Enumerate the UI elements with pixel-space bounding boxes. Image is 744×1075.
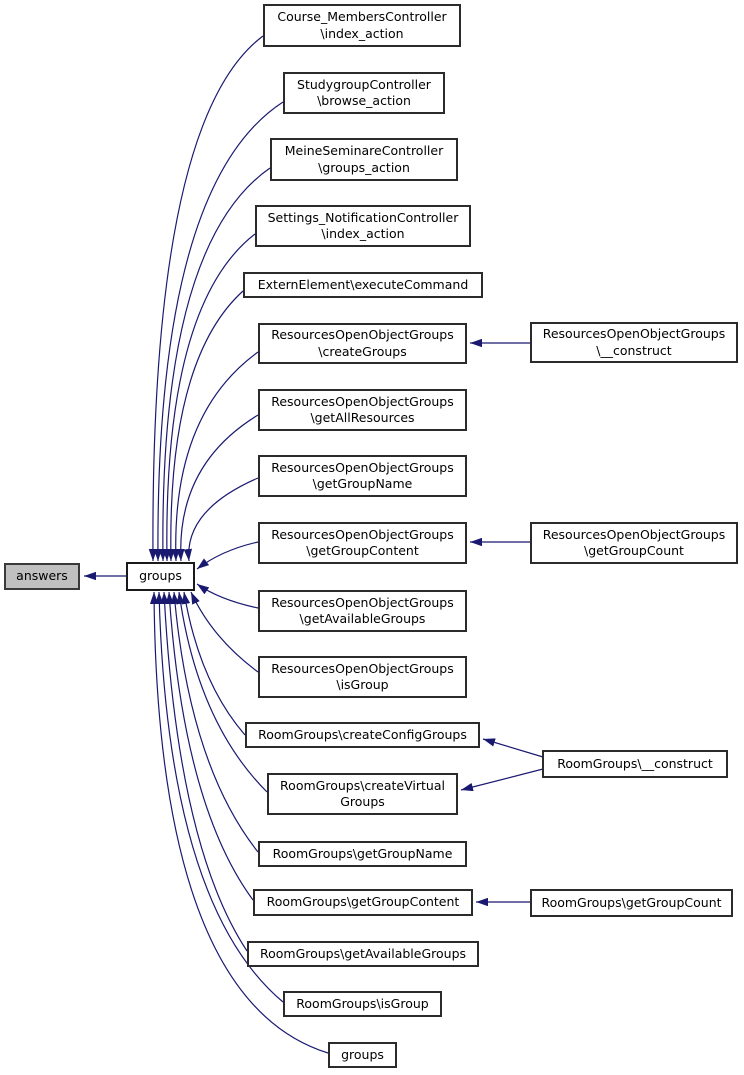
node-rg-get-available-groups[interactable]: RoomGroups\getAvailableGroups	[247, 941, 479, 967]
node-roog-get-all-resources[interactable]: ResourcesOpenObjectGroups \getAllResourc…	[258, 389, 467, 431]
edge-roog-create-groups-to-groups	[171, 351, 259, 562]
edge-rg-get-available-groups-to-groups	[160, 591, 248, 952]
edge-rg-create-virtual-to-groups	[176, 591, 268, 793]
node-rg-create-virtual-groups[interactable]: RoomGroups\createVirtual Groups	[267, 773, 458, 815]
edge-roog-is-group-to-groups	[190, 591, 259, 673]
node-groups-recursive[interactable]: groups	[328, 1042, 397, 1068]
node-roog-create-groups[interactable]: ResourcesOpenObjectGroups \createGroups	[258, 323, 467, 364]
node-roog-get-available-groups[interactable]: ResourcesOpenObjectGroups \getAvailableG…	[258, 590, 467, 632]
edge-extern-element-to-groups	[166, 290, 244, 562]
edge-roog-get-all-resources-to-groups	[176, 414, 259, 562]
edge-rg-create-config-to-groups	[181, 591, 246, 736]
node-roog-construct[interactable]: ResourcesOpenObjectGroups \__construct	[530, 322, 738, 363]
edge-studygroup-to-groups	[153, 101, 284, 562]
node-studygroup-browse-action[interactable]: StudygroupController \browse_action	[283, 72, 445, 114]
edge-rg-construct-to-create-config	[482, 738, 544, 758]
edge-settings-notification-to-groups	[162, 233, 256, 562]
node-extern-element-execute-command[interactable]: ExternElement\executeCommand	[243, 272, 483, 298]
node-meine-seminare-groups-action[interactable]: MeineSeminareController \groups_action	[270, 138, 458, 181]
node-rg-create-config-groups[interactable]: RoomGroups\createConfigGroups	[245, 722, 480, 748]
edge-course-members-to-groups	[148, 35, 264, 562]
node-settings-notification-index-action[interactable]: Settings_NotificationController \index_a…	[255, 205, 471, 247]
node-roog-is-group[interactable]: ResourcesOpenObjectGroups \isGroup	[258, 656, 467, 698]
edge-roog-get-group-content-to-groups	[196, 541, 259, 570]
node-roog-get-group-name[interactable]: ResourcesOpenObjectGroups \getGroupName	[258, 455, 467, 497]
edge-rg-construct-to-create-virtual	[460, 768, 544, 792]
node-groups[interactable]: groups	[126, 562, 195, 591]
node-answers[interactable]: answers	[4, 563, 80, 590]
node-rg-get-group-content[interactable]: RoomGroups\getGroupContent	[253, 889, 473, 916]
edge-rg-get-group-content-to-groups	[165, 591, 254, 901]
node-roog-get-group-content[interactable]: ResourcesOpenObjectGroups \getGroupConte…	[258, 522, 467, 564]
edge-rg-get-group-name-to-groups	[170, 591, 259, 853]
node-rg-get-group-name[interactable]: RoomGroups\getGroupName	[258, 841, 467, 867]
node-roog-get-group-count[interactable]: ResourcesOpenObjectGroups \getGroupCount	[530, 522, 738, 564]
edge-roog-get-available-groups-to-groups	[196, 583, 259, 609]
node-rg-construct[interactable]: RoomGroups\__construct	[542, 750, 728, 778]
node-course-members-index-action[interactable]: Course_MembersController \index_action	[263, 4, 461, 47]
node-rg-get-group-count[interactable]: RoomGroups\getGroupCount	[530, 889, 733, 917]
edge-meine-seminare-to-groups	[158, 167, 271, 562]
edge-roog-get-group-name-to-groups	[183, 477, 259, 562]
node-rg-is-group[interactable]: RoomGroups\isGroup	[283, 991, 442, 1017]
edge-rg-is-group-to-groups	[155, 591, 284, 1003]
edge-groups-recursive-to-groups	[149, 591, 329, 1054]
